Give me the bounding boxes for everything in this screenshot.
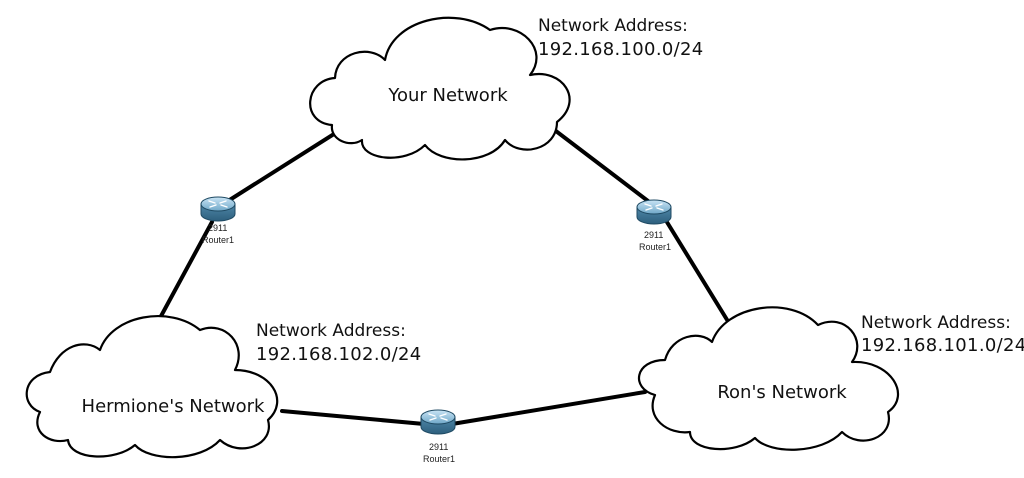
router-right-name: Router1 (639, 242, 671, 252)
link-bottom-router-to-ron-network (450, 390, 647, 426)
link-your-network-to-right-router (546, 123, 650, 203)
router-left[interactable]: 2911 Router1 (200, 196, 236, 245)
hermione-network-address: 192.168.102.0/24 (256, 344, 421, 365)
router-left-model: 2911 (208, 223, 227, 233)
ron-network-address: 192.168.101.0/24 (861, 335, 1024, 356)
router-right-model: 2911 (644, 230, 663, 240)
link-right-router-to-ron-network (660, 212, 739, 338)
hermione-network-address-title: Network Address: (256, 321, 406, 341)
router-right[interactable]: 2911 Router1 (636, 199, 672, 252)
router-right-icon (636, 199, 672, 225)
router-bottom[interactable]: 2911 Router1 (420, 409, 456, 464)
hermione-network-label: Hermione's Network (82, 396, 266, 417)
your-network-address-title: Network Address: (538, 16, 688, 36)
ron-network-address-title: Network Address: (861, 313, 1011, 333)
link-hermione-network-to-bottom-router (280, 409, 426, 426)
router-left-icon (200, 196, 236, 222)
router-bottom-model: 2911 (429, 442, 448, 452)
ron-network-label: Ron's Network (717, 382, 847, 403)
your-network-label: Your Network (387, 85, 508, 106)
your-network-address: 192.168.100.0/24 (538, 39, 703, 60)
router-bottom-icon (420, 409, 456, 435)
hermione-network-cloud (25, 315, 279, 459)
router-left-name: Router1 (202, 235, 234, 245)
ron-network-cloud (637, 306, 900, 451)
link-your-network-to-left-router (226, 125, 347, 203)
router-bottom-name: Router1 (423, 454, 455, 464)
link-left-router-to-hermione-network (158, 220, 214, 320)
your-network-cloud (309, 16, 571, 161)
